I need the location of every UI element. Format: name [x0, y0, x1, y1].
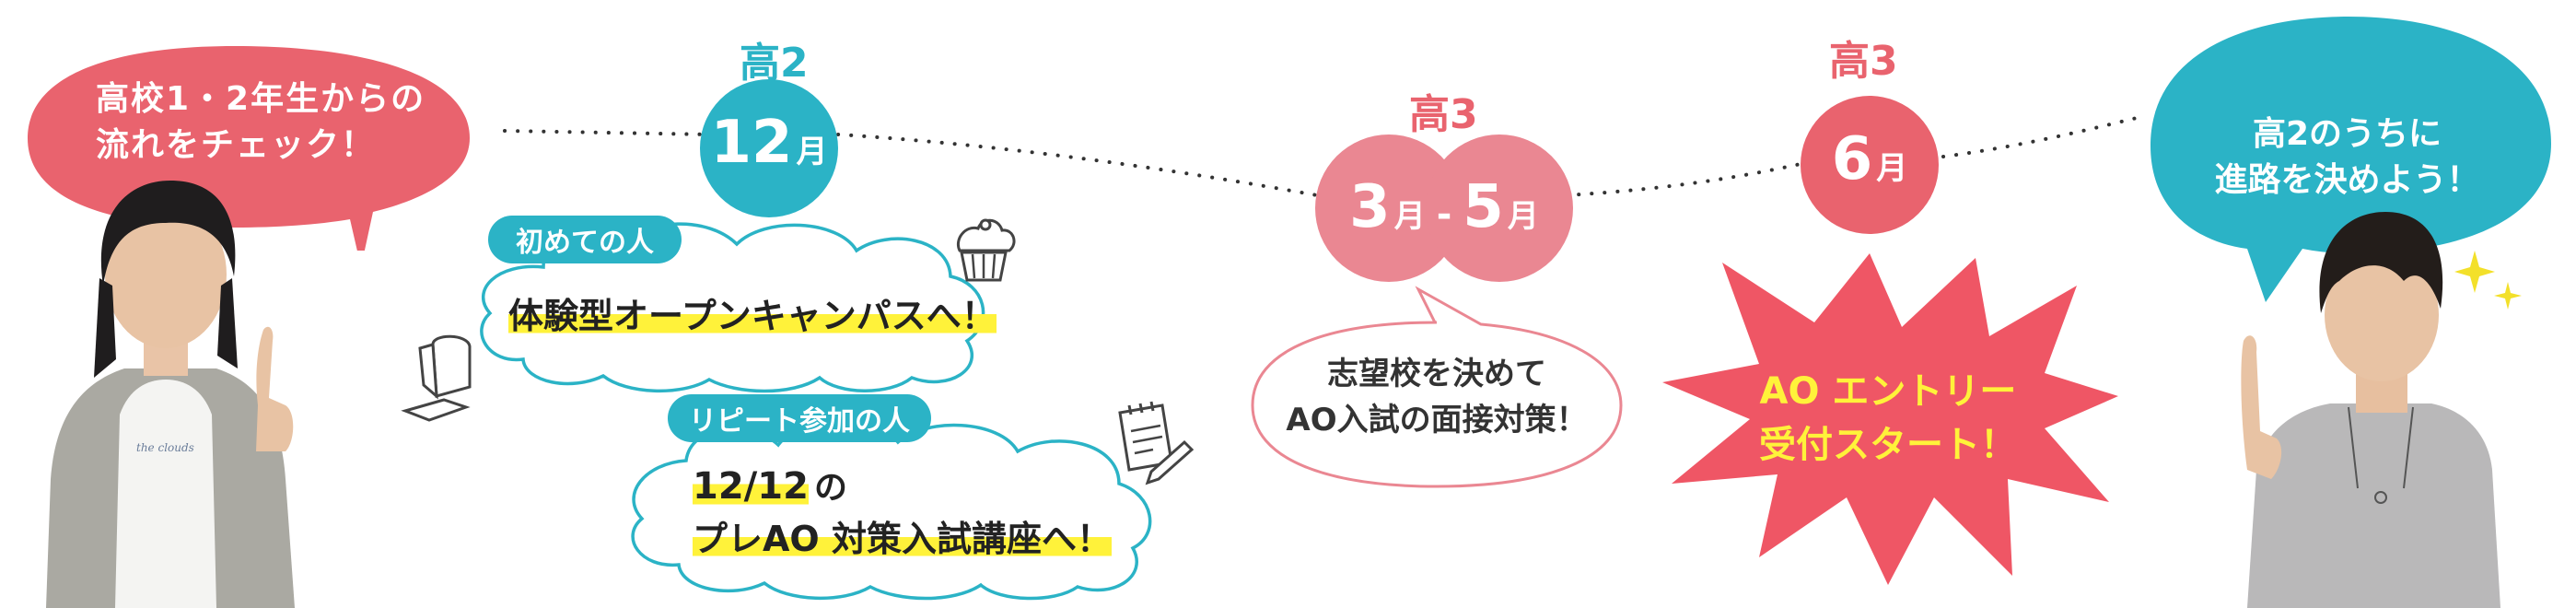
- left-bubble-line1: 高校1・2年生からの: [96, 80, 426, 118]
- mid-bubble-line2: AO入試の面接対策！: [1286, 402, 1588, 438]
- right-person-photo: [2241, 212, 2500, 608]
- first-time-tag: 初めての人: [488, 216, 682, 263]
- mid-bubble-line1: 志望校を決めて: [1327, 356, 1546, 392]
- notepad-pen-icon: [1118, 401, 1195, 485]
- repeat-date-suffix: の: [813, 469, 847, 507]
- repeat-date-wrap: 12/12 の: [693, 461, 847, 509]
- first-time-text-wrap: 体験型オープンキャンパスへ！: [508, 287, 997, 338]
- grade-label-1: 高2: [740, 40, 809, 87]
- grade-label-2: 高3: [1409, 91, 1478, 138]
- repeat-text: プレAO 対策入試講座へ！: [693, 519, 1112, 559]
- sparkle-icon: [2454, 251, 2522, 310]
- burst-line2: 受付スタート！: [1759, 424, 2017, 466]
- toast-icon: [401, 334, 472, 422]
- right-speech-bubble: [2151, 17, 2551, 302]
- grade-label-3: 高3: [1829, 38, 1898, 85]
- left-bubble-line2: 流れをチェック！: [96, 126, 377, 164]
- svg-text:the clouds: the clouds: [136, 441, 194, 454]
- month-circle-2b: [1426, 134, 1573, 282]
- burst-line1: AO エントリー: [1759, 370, 2017, 413]
- right-bubble-line1: 高2のうちに: [2252, 115, 2442, 153]
- right-bubble-line2: 進路を決めよう！: [2214, 161, 2480, 199]
- repeat-text-wrap: プレAO 対策入試講座へ！: [693, 510, 1112, 561]
- left-person-photo: the clouds: [46, 181, 295, 608]
- entry-burst: [1662, 253, 2118, 585]
- month-circle-3: [1801, 96, 1939, 234]
- month-circle-1: [700, 79, 838, 217]
- first-time-text: 体験型オープンキャンパスへ！: [508, 296, 997, 336]
- repeat-tag: リピート参加の人: [668, 394, 931, 442]
- mid-speech-bubble: [1251, 286, 1623, 488]
- cupcake-icon: [957, 218, 1016, 282]
- repeat-date: 12/12: [693, 465, 809, 508]
